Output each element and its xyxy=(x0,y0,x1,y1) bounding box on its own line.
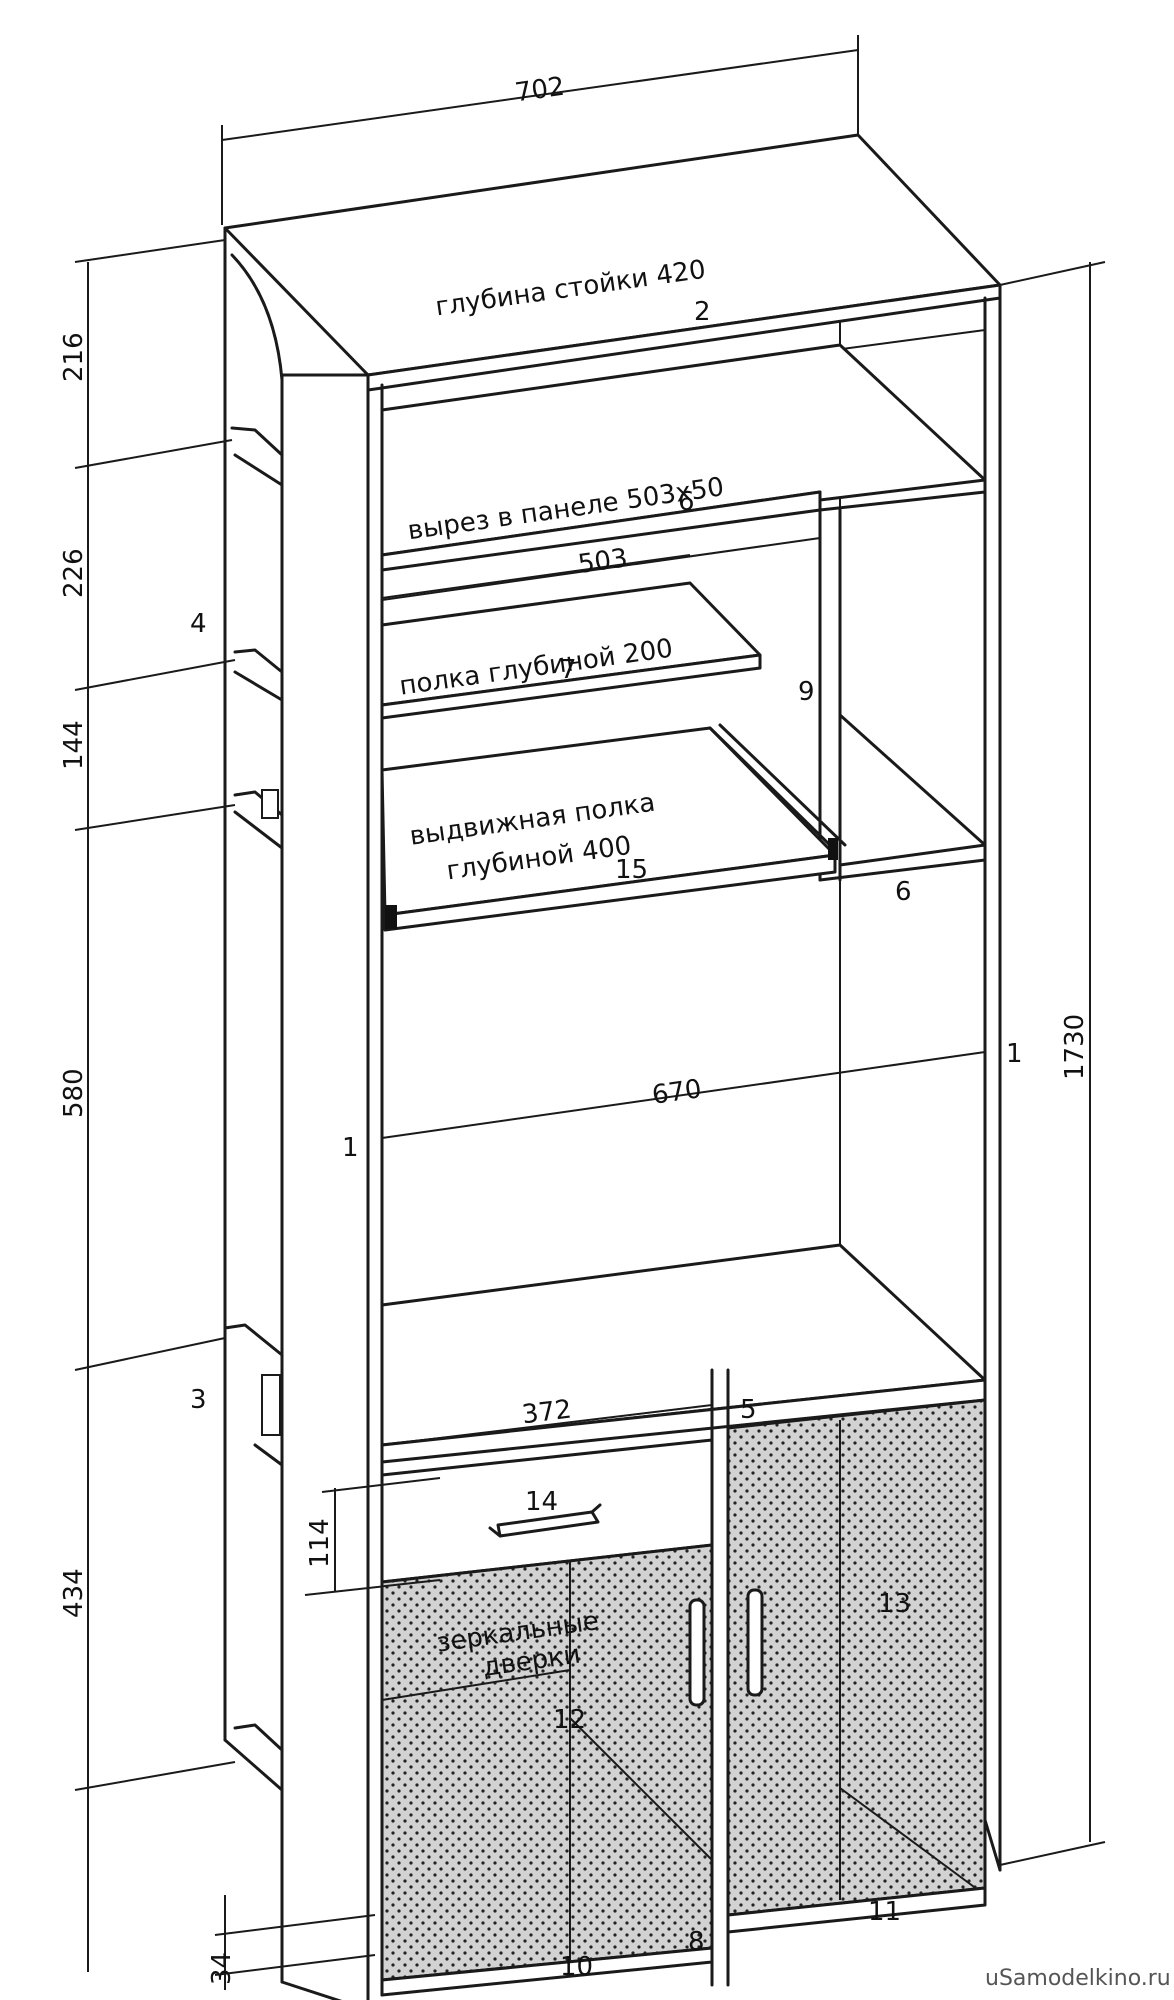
dim-34-label: 34 xyxy=(207,1952,237,1985)
part-label-11: 11 xyxy=(868,1897,901,1927)
part-label-2: 2 xyxy=(694,297,711,327)
dim-503 xyxy=(381,554,691,599)
part-label-9: 9 xyxy=(798,677,815,707)
dim-1730-label: 1730 xyxy=(1060,1014,1090,1080)
right-side-panel xyxy=(983,296,1002,1872)
part-label-10: 10 xyxy=(560,1952,593,1982)
part-label-13: 13 xyxy=(878,1589,911,1619)
dim-114 xyxy=(304,1477,441,1596)
dim-144-label: 144 xyxy=(59,720,89,770)
dim-503-label: 503 xyxy=(576,543,629,580)
part-label-1-right: 1 xyxy=(1006,1039,1023,1069)
dim-216-label: 216 xyxy=(59,332,89,382)
lower-right-shelf xyxy=(818,713,987,882)
watermark: uSamodelkino.ru xyxy=(985,1966,1171,1991)
middle-shelf xyxy=(380,1243,987,1464)
part-label-12: 12 xyxy=(553,1705,586,1735)
dim-670 xyxy=(381,1051,986,1139)
dim-114-label: 114 xyxy=(305,1518,335,1568)
dim-670-label: 670 xyxy=(650,1074,703,1111)
part-label-3: 3 xyxy=(190,1385,207,1415)
part-label-7: 7 xyxy=(560,655,577,685)
part-label-4: 4 xyxy=(190,609,207,639)
dim-226-label: 226 xyxy=(59,548,89,598)
dim-702-label: 702 xyxy=(513,72,566,109)
part-label-1-left: 1 xyxy=(342,1133,359,1163)
dim-372 xyxy=(381,1404,713,1446)
sliding-shelf xyxy=(380,723,847,932)
part-label-6-top: 6 xyxy=(678,487,695,517)
upper-shelf xyxy=(380,343,987,601)
part-label-14: 14 xyxy=(525,1487,558,1517)
part-label-6-bottom: 6 xyxy=(895,877,912,907)
left-side-depth xyxy=(223,226,284,1984)
part-label-8: 8 xyxy=(688,1927,705,1957)
dim-372-label: 372 xyxy=(520,1394,573,1430)
dim-702 xyxy=(221,35,859,225)
top-panel xyxy=(223,133,1002,392)
part-label-5: 5 xyxy=(740,1395,757,1425)
dim-580-label: 580 xyxy=(59,1068,89,1118)
dim-434-label: 434 xyxy=(59,1568,89,1618)
part-numbers: 1 1 2 3 4 5 6 6 7 8 9 10 11 12 13 14 15 xyxy=(190,297,1023,1982)
dim-34 xyxy=(214,1895,376,1990)
plinth xyxy=(380,1886,987,1997)
outer-side-shelves xyxy=(223,426,284,1752)
dim-1730 xyxy=(999,261,1106,1866)
part-label-15: 15 xyxy=(615,855,648,885)
left-side-panel xyxy=(280,373,384,2000)
dim-left-stack xyxy=(74,239,236,1972)
dimension-labels: 702 1730 216 226 144 580 434 114 34 503 … xyxy=(59,72,1090,1985)
shelf-200 xyxy=(380,581,762,720)
